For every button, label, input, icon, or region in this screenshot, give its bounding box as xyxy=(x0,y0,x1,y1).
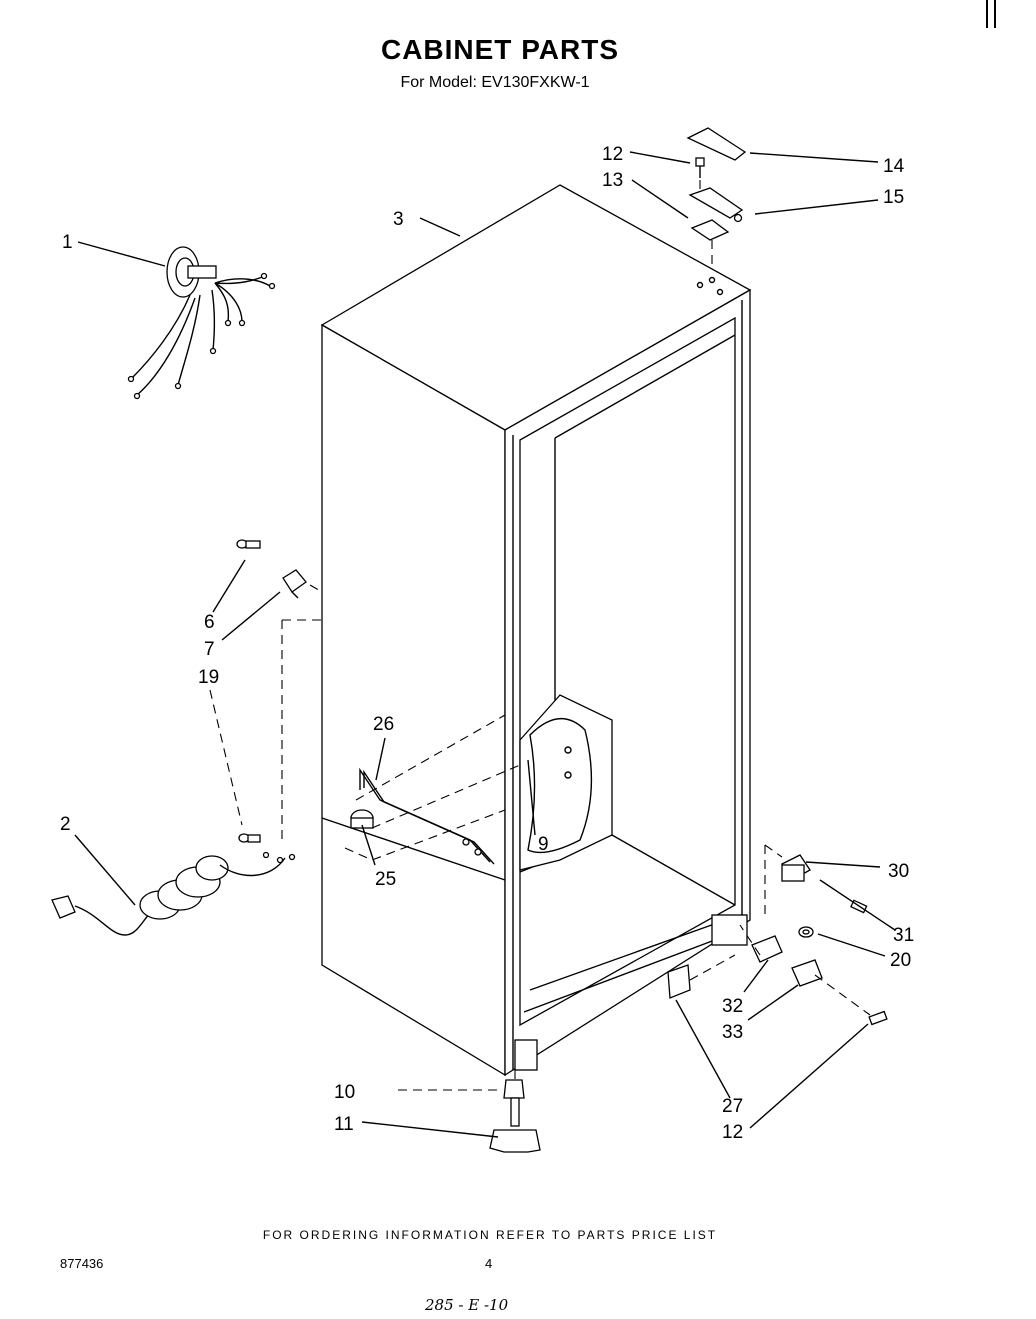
callout-1: 1 xyxy=(62,232,73,253)
handwritten-code: 285 - E -10 xyxy=(425,1296,509,1314)
callout-13: 13 xyxy=(602,170,623,191)
callout-15: 15 xyxy=(883,187,904,208)
callout-12-top: 12 xyxy=(602,144,623,165)
callout-3: 3 xyxy=(393,209,404,230)
evaporator-cover xyxy=(519,694,613,871)
hinge-block-and-screw xyxy=(764,844,868,920)
callout-12-bottom: 12 xyxy=(722,1122,743,1143)
ordering-note: FOR ORDERING INFORMATION REFER TO PARTS … xyxy=(262,1228,718,1242)
callout-31: 31 xyxy=(893,925,914,946)
callout-30: 30 xyxy=(888,861,909,882)
callout-26: 26 xyxy=(373,714,394,735)
callout-25: 25 xyxy=(375,869,396,890)
callout-9: 9 xyxy=(538,834,549,855)
page-number: 4 xyxy=(485,1256,493,1271)
top-hinge-assembly xyxy=(686,127,747,268)
callout-14: 14 xyxy=(883,156,905,177)
bottom-hinge-parts xyxy=(667,924,888,1026)
cabinet-shell xyxy=(320,184,752,1077)
callout-10: 10 xyxy=(334,1082,355,1103)
leveling-leg xyxy=(489,1070,541,1153)
callout-32: 32 xyxy=(722,996,743,1017)
callout-27: 27 xyxy=(722,1096,743,1117)
drain-tube-assembly xyxy=(344,714,521,865)
callout-19: 19 xyxy=(198,667,219,688)
screw-and-clip xyxy=(236,539,323,599)
callout-6: 6 xyxy=(204,612,215,633)
document-number: 877436 xyxy=(60,1256,104,1271)
callout-20: 20 xyxy=(890,950,911,971)
callout-2: 2 xyxy=(60,814,71,835)
callout-33: 33 xyxy=(722,1022,743,1043)
callout-7: 7 xyxy=(204,639,215,660)
callout-numbers: 1 2 3 6 7 9 10 11 12 12 13 14 15 19 20 2… xyxy=(60,144,914,1143)
thermostat-harness xyxy=(127,246,276,400)
callout-11: 11 xyxy=(334,1114,354,1135)
leader-lines xyxy=(74,151,896,1138)
corner-mark xyxy=(986,0,996,28)
page-title: CABINET PARTS xyxy=(380,34,620,65)
model-subtitle: For Model: EV130FXKW-1 xyxy=(400,74,590,91)
power-cord xyxy=(51,619,322,936)
